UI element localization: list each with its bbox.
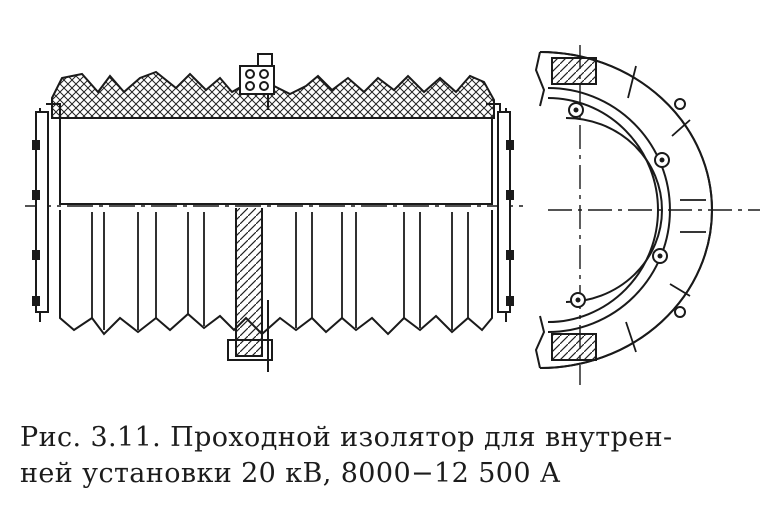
- central-mount: [235, 208, 263, 357]
- radial-ribs: [625, 65, 706, 353]
- figure-insulator-drawing: [25, 45, 760, 385]
- flange-bolts: [32, 140, 514, 306]
- shed-ribs: [91, 212, 469, 330]
- figure-caption: Рис. 3.11. Проходной изолятор для внутре…: [20, 420, 765, 492]
- inner-ring: [565, 117, 663, 303]
- left-flange: [35, 111, 49, 313]
- lower-shell-outline: [59, 210, 493, 336]
- end-view: [534, 45, 760, 385]
- top-terminal: [239, 53, 275, 95]
- clamp-blocks: [551, 57, 597, 361]
- right-flange: [497, 111, 511, 313]
- caption-line-1: Рис. 3.11. Проходной изолятор для внутре…: [20, 422, 673, 453]
- side-view: [25, 53, 525, 372]
- caption-line-2: ней установки 20 кВ, 8000−12 500 А: [20, 458, 561, 489]
- inner-bore: [59, 117, 493, 205]
- middle-ring: [547, 87, 671, 333]
